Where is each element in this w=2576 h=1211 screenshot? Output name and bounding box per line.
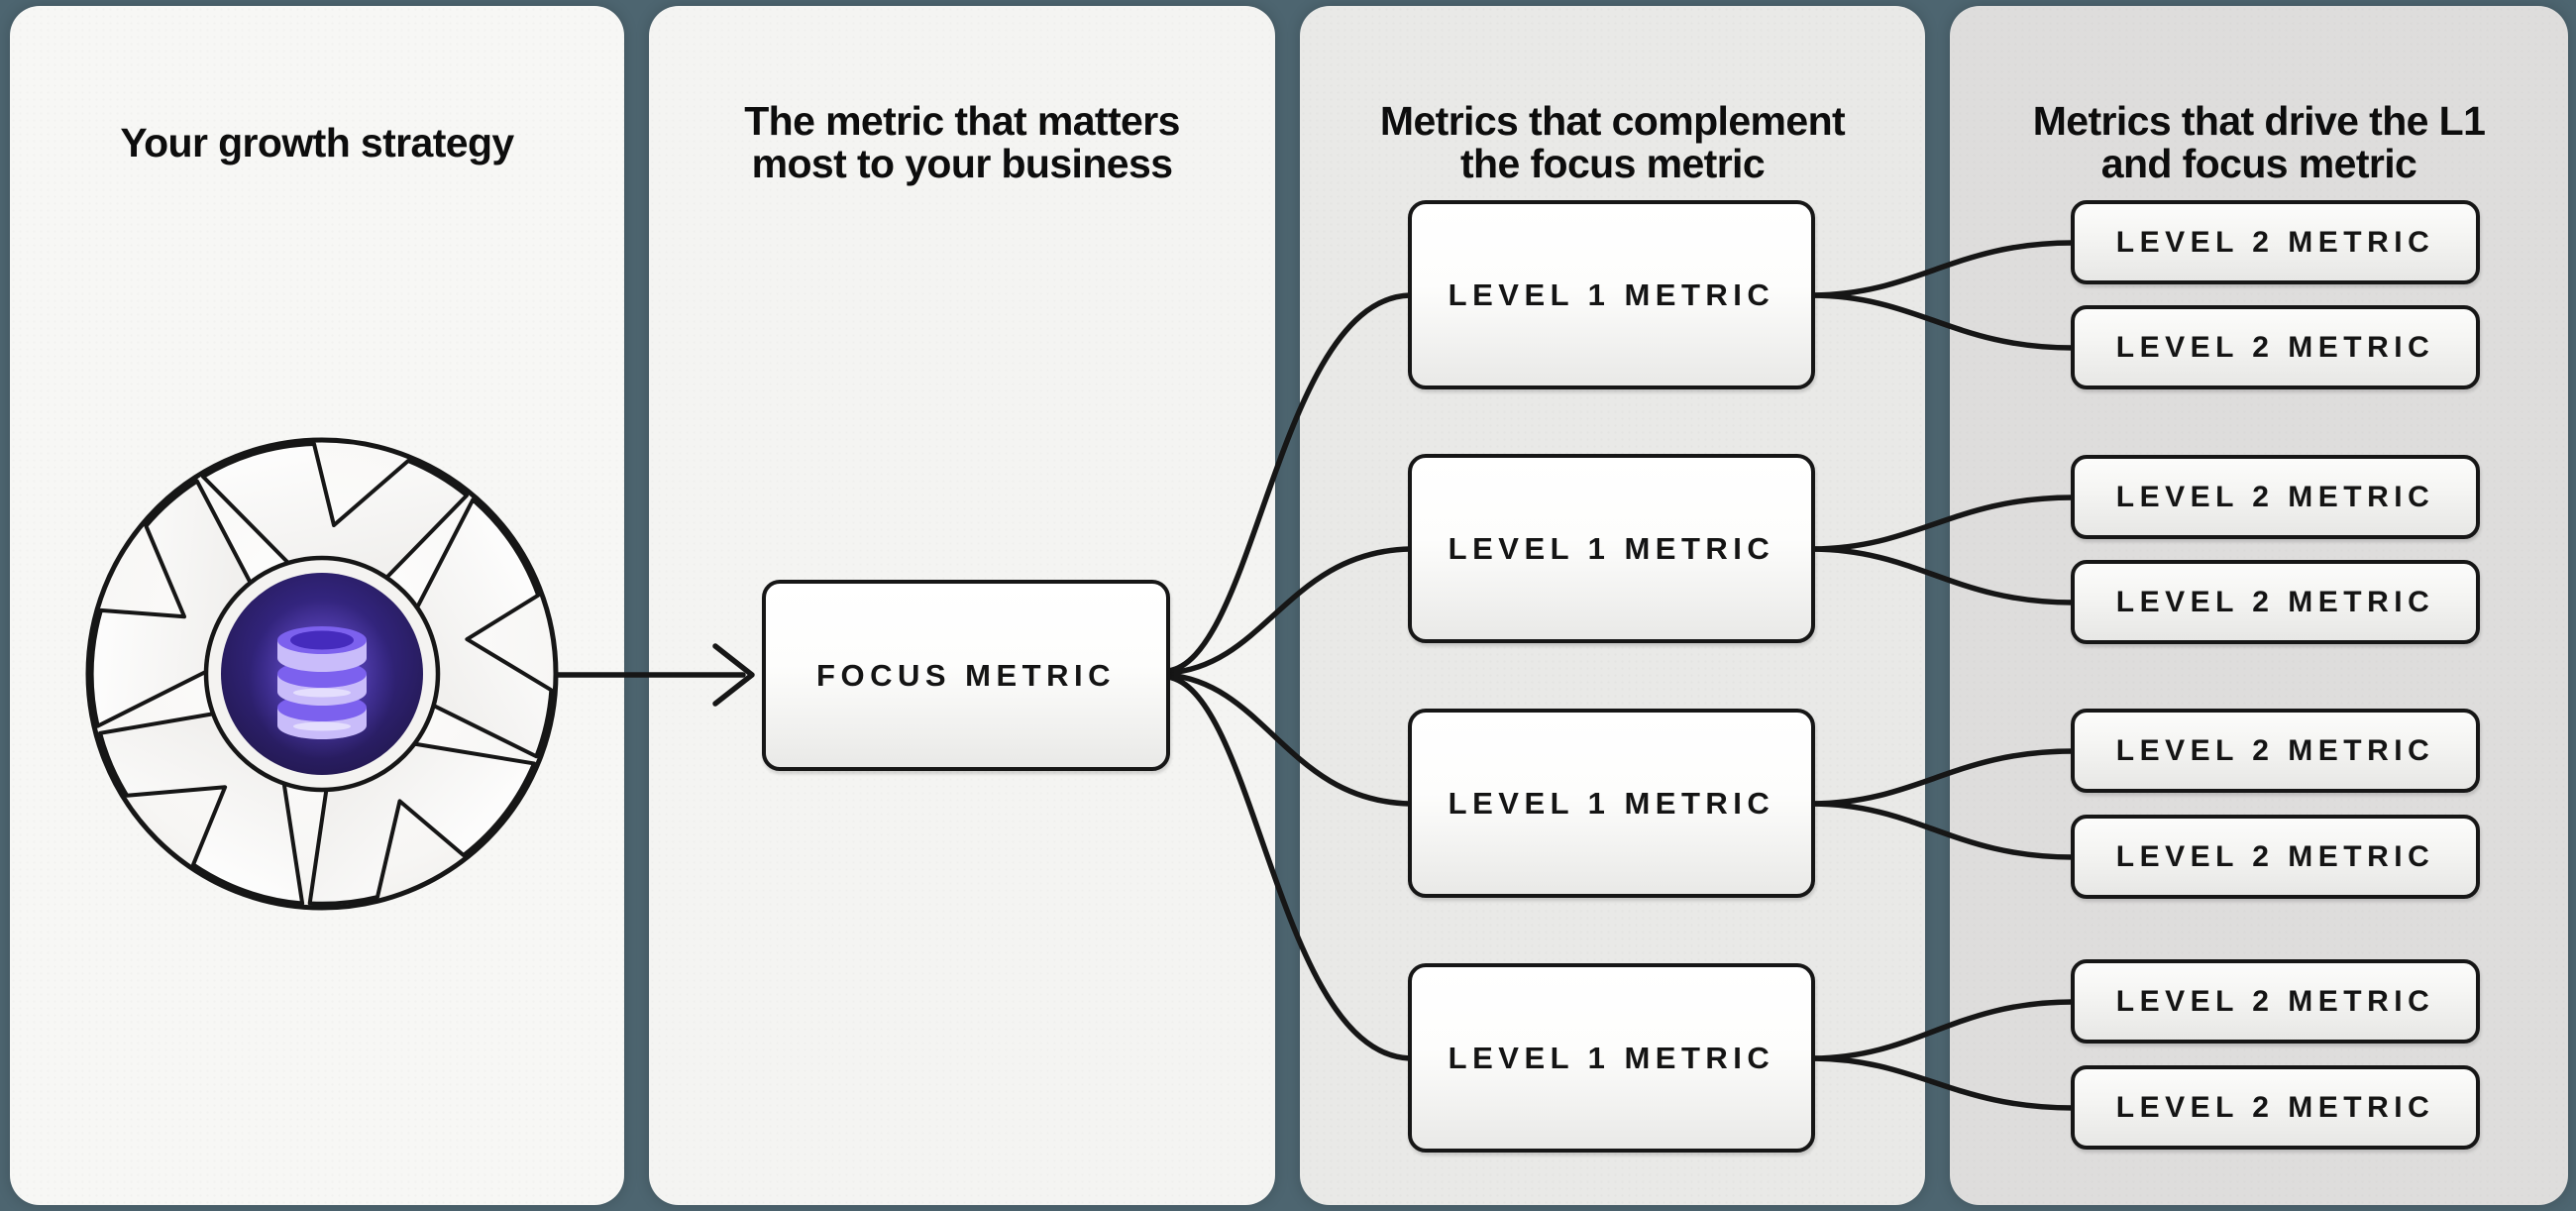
- level2-metric-box: LEVEL 2 METRIC: [2071, 1065, 2480, 1150]
- panel-title: Metrics that complement the focus metric: [1300, 87, 1925, 198]
- level1-metric-box: LEVEL 1 METRIC: [1408, 454, 1815, 643]
- level2-metric-box: LEVEL 2 METRIC: [2071, 709, 2480, 793]
- level1-metric-label: LEVEL 1 METRIC: [1448, 785, 1775, 821]
- level2-metric-label: LEVEL 2 METRIC: [2115, 733, 2435, 767]
- level2-metric-label: LEVEL 2 METRIC: [2115, 480, 2435, 513]
- level2-metric-label: LEVEL 2 METRIC: [2115, 225, 2435, 259]
- panel-title-line: Metrics that drive the L1: [2032, 98, 2486, 145]
- level1-metric-label: LEVEL 1 METRIC: [1448, 530, 1775, 566]
- panel-title: Your growth strategy: [10, 87, 624, 198]
- panel-title-line: and focus metric: [2100, 141, 2417, 187]
- level2-metric-label: LEVEL 2 METRIC: [2115, 330, 2435, 364]
- level2-metric-box: LEVEL 2 METRIC: [2071, 560, 2480, 644]
- panel-title-line: most to your business: [751, 141, 1173, 187]
- level2-metric-box: LEVEL 2 METRIC: [2071, 200, 2480, 284]
- panel-title-line: The metric that matters: [744, 98, 1180, 145]
- panel-title-line: the focus metric: [1459, 141, 1766, 187]
- level1-metric-box: LEVEL 1 METRIC: [1408, 709, 1815, 898]
- level2-metric-label: LEVEL 2 METRIC: [2115, 1090, 2435, 1124]
- focus-metric-box: FOCUS METRIC: [762, 580, 1170, 771]
- panel-title: Metrics that drive the L1 and focus metr…: [1950, 87, 2568, 198]
- panel-growth-strategy: Your growth strategy: [10, 6, 624, 1205]
- panel-title-line: Metrics that complement: [1379, 98, 1846, 145]
- level2-metric-label: LEVEL 2 METRIC: [2115, 839, 2435, 873]
- level2-metric-box: LEVEL 2 METRIC: [2071, 815, 2480, 899]
- level1-metric-box: LEVEL 1 METRIC: [1408, 963, 1815, 1153]
- level1-metric-label: LEVEL 1 METRIC: [1448, 276, 1775, 312]
- focus-metric-label: FOCUS METRIC: [816, 657, 1116, 693]
- level2-metric-box: LEVEL 2 METRIC: [2071, 959, 2480, 1044]
- level2-metric-label: LEVEL 2 METRIC: [2115, 585, 2435, 618]
- level1-metric-label: LEVEL 1 METRIC: [1448, 1040, 1775, 1075]
- level1-metric-box: LEVEL 1 METRIC: [1408, 200, 1815, 389]
- level2-metric-label: LEVEL 2 METRIC: [2115, 984, 2435, 1018]
- panel-title-line: Your growth strategy: [120, 119, 514, 165]
- level2-metric-box: LEVEL 2 METRIC: [2071, 305, 2480, 389]
- level2-metric-box: LEVEL 2 METRIC: [2071, 455, 2480, 539]
- panel-title: The metric that matters most to your bus…: [649, 87, 1275, 198]
